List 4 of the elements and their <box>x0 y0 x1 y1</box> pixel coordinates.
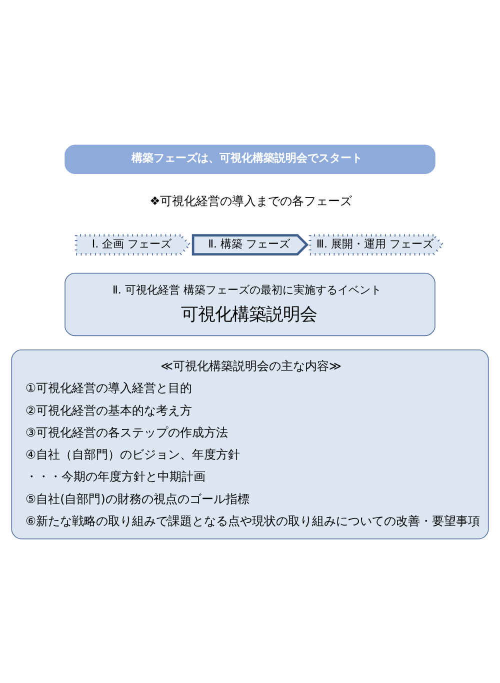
node-box: Ⅱ. 可視化経営 構築フェーズの最初に実施するイベント 可視化構築説明会 <box>64 272 436 336</box>
node-box: 構築フェーズは、可視化構築説明会でスタート <box>64 144 436 174</box>
node-box: ≪可視化構築説明会の主な内容≫ ①可視化経営の導入経営と目的 ②可視化経営の基本的な考え方 ③可視化経営の各ステップの作成方法 ④自社（自部門）のビジョン、年度方針 ・・・今期の年度方針と中期計画 ⑤自社(自部門)の財務の視点のゴール指標 ⑥新たな戦略の取り組みで課題となる点や現状の取り組みについての改善・要望事項 <box>11 349 489 539</box>
label: ❖可視化経営の導入までの各フェーズ <box>150 193 352 208</box>
